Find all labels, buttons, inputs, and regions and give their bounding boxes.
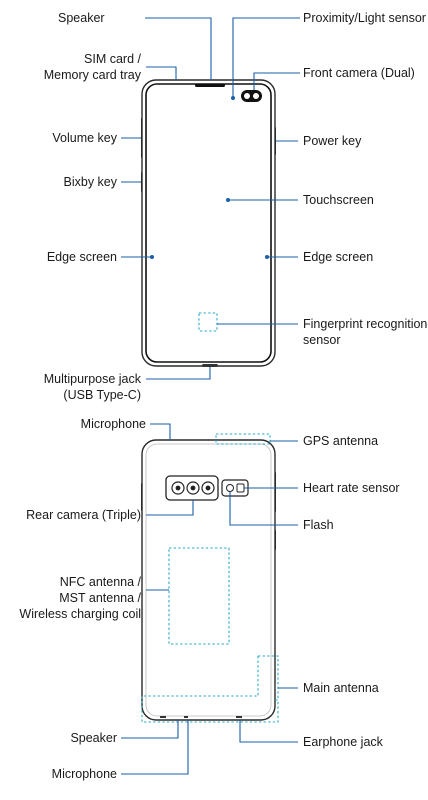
front-camera-lens-1 <box>244 93 250 99</box>
volume-key-label: Volume key <box>52 131 117 145</box>
nfc-label-3: Wireless charging coil <box>19 607 141 621</box>
main-antenna-label: Main antenna <box>303 681 379 695</box>
multipurpose-label-2: (USB Type-C) <box>63 388 141 402</box>
nfc-label-2: MST antenna / <box>59 591 141 605</box>
power-key-label: Power key <box>303 134 362 148</box>
touchscreen-dot <box>226 198 230 202</box>
edge-right-dot <box>265 255 269 259</box>
front-camera-label: Front camera (Dual) <box>303 66 415 80</box>
rear-camera-lens-1-inner <box>175 485 181 491</box>
bottom-antenna-area <box>141 656 279 723</box>
flash-shape <box>226 484 234 492</box>
bixby-key-label: Bixby key <box>64 175 118 189</box>
flash-leader <box>229 492 298 526</box>
proximity-label: Proximity/Light sensor <box>303 11 426 25</box>
back-speaker-label: Speaker <box>70 731 117 745</box>
touchscreen-label: Touchscreen <box>303 193 374 207</box>
gps-antenna-label: GPS antenna <box>303 434 378 448</box>
front-camera-shape <box>241 90 262 102</box>
heart-rate-sensor-shape <box>236 483 245 493</box>
sim-tray-label-1: SIM card / <box>84 52 141 66</box>
earphone-jack-leader <box>239 720 298 743</box>
nfc-label-1: NFC antenna / <box>60 575 142 589</box>
edge-left-dot <box>150 255 154 259</box>
main-antenna-area <box>258 655 279 701</box>
front-screen <box>145 83 272 363</box>
back-mic-hole <box>184 716 188 718</box>
microphone-bottom-label: Microphone <box>52 767 117 781</box>
back-view: Microphone GPS antenna Heart rate sensor… <box>19 417 399 781</box>
proximity-leader <box>232 17 300 98</box>
rear-camera-lens-2-inner <box>190 485 196 491</box>
nfc-area <box>168 547 230 645</box>
back-panel-edge <box>145 443 272 717</box>
edge-screen-right-label: Edge screen <box>303 250 373 264</box>
speaker-label: Speaker <box>58 11 105 25</box>
heart-rate-label: Heart rate sensor <box>303 481 400 495</box>
microphone-top-leader <box>150 423 171 440</box>
sim-tray-leader <box>146 66 177 80</box>
back-speaker-grill <box>160 716 166 718</box>
earphone-jack-shape <box>236 716 242 718</box>
fingerprint-label-2: sensor <box>303 333 341 347</box>
fingerprint-label-1: Fingerprint recognition <box>303 317 427 331</box>
proximity-dot <box>231 96 235 100</box>
front-camera-lens-2 <box>253 93 259 99</box>
usb-leader <box>146 367 211 380</box>
rear-camera-label: Rear camera (Triple) <box>26 508 141 522</box>
microphone-bottom-leader <box>121 720 189 775</box>
usb-port-shape <box>202 364 218 367</box>
earphone-jack-label: Earphone jack <box>303 735 384 749</box>
flash-label: Flash <box>303 518 334 532</box>
rear-camera-leader <box>146 500 194 516</box>
front-view: Speaker Proximity/Light sensor SIM card … <box>44 11 428 402</box>
front-camera-leader <box>253 72 300 90</box>
microphone-top-label: Microphone <box>81 417 146 431</box>
edge-screen-left-label: Edge screen <box>47 250 117 264</box>
front-speaker-slit <box>195 84 225 87</box>
rear-camera-lens-3-inner <box>205 485 211 491</box>
speaker-leader <box>145 17 212 80</box>
multipurpose-label-1: Multipurpose jack <box>44 372 142 386</box>
back-speaker-leader <box>121 720 179 739</box>
sim-tray-label-2: Memory card tray <box>44 68 142 82</box>
back-phone-body <box>141 439 276 721</box>
